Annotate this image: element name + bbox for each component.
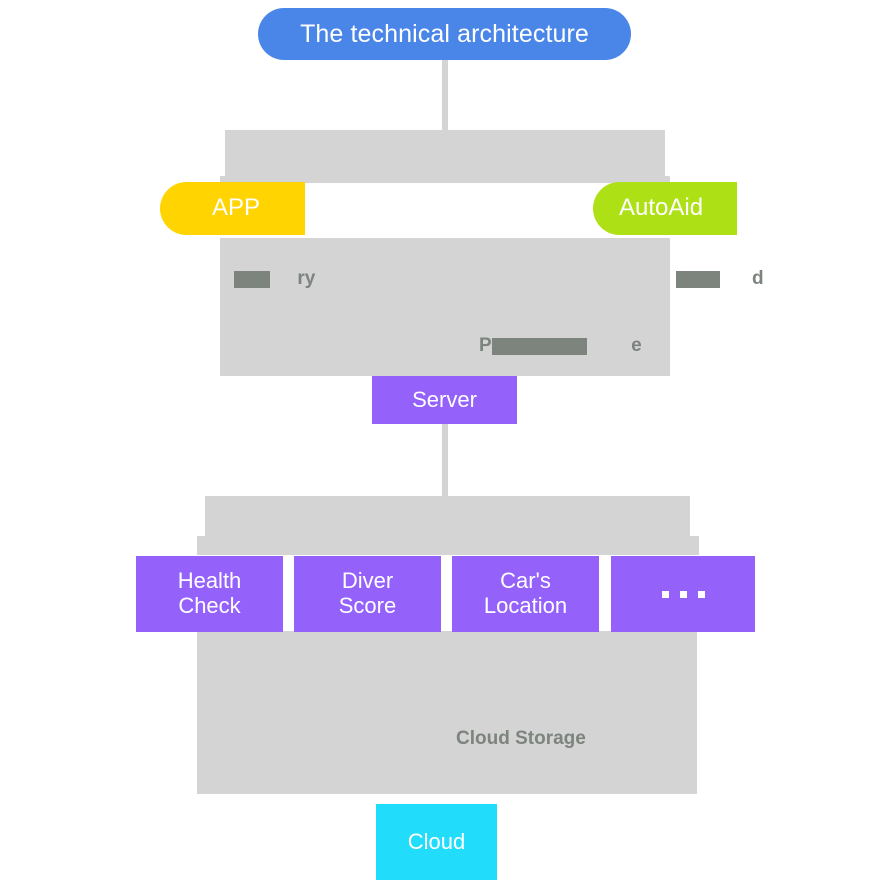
connector-title-to-client xyxy=(442,60,448,130)
client-label-left-visible: ry xyxy=(297,268,316,289)
server-box-label: Server xyxy=(412,386,477,412)
service-box-cars-location[interactable]: Car's Location xyxy=(452,556,599,632)
client-label-middle: P XXXXXXXXXXX e xyxy=(479,335,642,357)
autoaid-pill-label: AutoAid xyxy=(619,194,704,222)
service-panel-top-wide xyxy=(197,536,699,555)
service-box-health-check[interactable]: Health Check xyxy=(136,556,283,632)
service-box-more[interactable] xyxy=(611,556,755,632)
client-label-middle-redaction: XXXXXXXXXXX xyxy=(491,335,631,357)
cloud-box-label: Cloud xyxy=(407,828,466,854)
service-box-diver-score-label: Diver Score xyxy=(338,568,397,618)
client-panel-top xyxy=(225,130,665,183)
service-box-cars-location-label: Car's Location xyxy=(483,568,568,618)
app-pill[interactable]: APP xyxy=(160,182,305,235)
client-label-middle-suffix: e xyxy=(631,335,642,356)
autoaid-pill[interactable]: AutoAid xyxy=(593,182,737,235)
client-label-left: XXXXX ry xyxy=(234,268,315,290)
client-label-left-redaction: XXXXX xyxy=(234,268,297,290)
ellipsis-icon xyxy=(661,590,705,598)
client-label-right-redaction: XXXXXX xyxy=(676,268,752,290)
service-box-diver-score[interactable]: Diver Score xyxy=(294,556,441,632)
page-title: The technical architecture xyxy=(300,20,589,48)
app-pill-label: APP xyxy=(212,194,261,222)
service-panel-top xyxy=(205,496,690,536)
client-label-middle-prefix: P xyxy=(479,335,492,356)
cloud-storage-label-text: Cloud Storage xyxy=(456,728,586,749)
cloud-storage-label: Cloud Storage xyxy=(456,728,586,750)
client-label-right: XXXXXX d xyxy=(676,268,764,290)
client-label-right-visible: d xyxy=(752,268,764,289)
service-box-health-check-label: Health Check xyxy=(177,568,242,618)
connector-server-to-services xyxy=(442,424,448,497)
server-box[interactable]: Server xyxy=(372,376,517,424)
storage-panel xyxy=(197,631,697,794)
cloud-box[interactable]: Cloud xyxy=(376,804,497,880)
diagram-title-pill: The technical architecture xyxy=(258,8,631,60)
